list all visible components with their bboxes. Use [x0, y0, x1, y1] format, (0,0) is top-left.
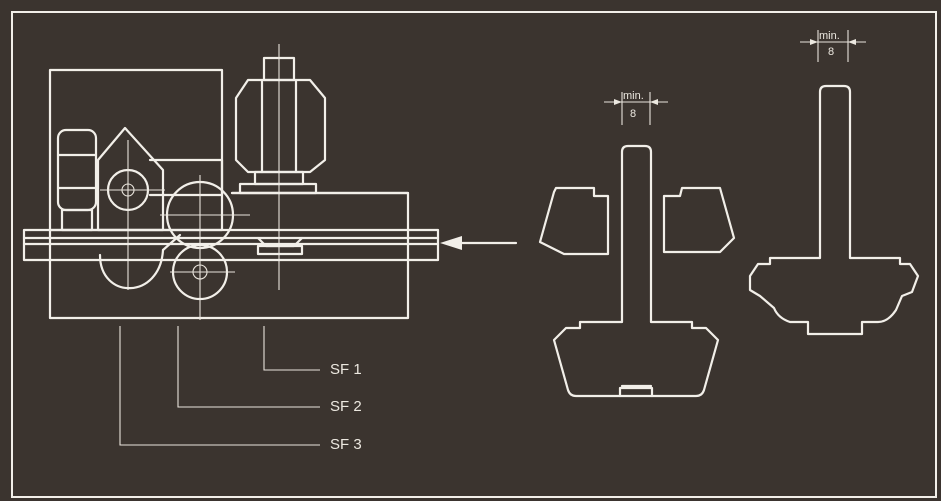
- feed-rail: [22, 228, 440, 262]
- motor-top: [234, 44, 327, 290]
- dimension-min-8-left: min. 8: [604, 90, 668, 125]
- dimension-min-8-right: min. 8: [800, 30, 866, 62]
- svg-text:min.: min.: [623, 90, 644, 102]
- label-sf2: SF 2: [330, 398, 362, 415]
- machine-elevation: SF 1 SF 2 SF 3: [22, 44, 518, 453]
- moulding-piece-left: [538, 186, 610, 256]
- profile-section-1: min. 8: [538, 90, 736, 398]
- machine-housing: [48, 68, 224, 232]
- motor-left: [56, 128, 98, 232]
- svg-text:8: 8: [828, 46, 834, 58]
- frame-border: [11, 11, 937, 498]
- leader-lines: [119, 326, 320, 446]
- label-sf3: SF 3: [330, 436, 362, 453]
- gear-housing: [96, 126, 165, 290]
- profile-section-2: min. 8: [748, 30, 920, 336]
- t-profile-2: [748, 84, 920, 336]
- svg-text:8: 8: [630, 108, 636, 120]
- feed-arrow: [440, 236, 518, 250]
- moulding-piece-right: [662, 186, 736, 254]
- svg-text:min.: min.: [819, 30, 840, 42]
- machine-base: [48, 191, 410, 320]
- t-profile-1: [552, 144, 720, 398]
- belt-pulley: [160, 175, 250, 320]
- label-sf1: SF 1: [330, 361, 362, 378]
